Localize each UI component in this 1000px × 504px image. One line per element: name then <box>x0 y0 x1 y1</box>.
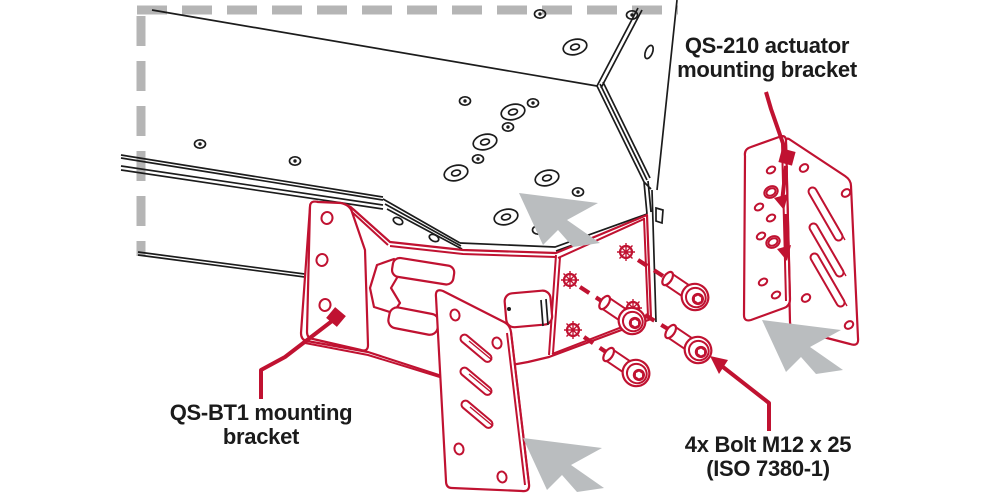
leader-anchor-square <box>326 307 346 327</box>
qs-bt1-bracket <box>299 200 653 493</box>
label-line: QS-210 actuator <box>684 33 850 58</box>
leader-qsbt1 <box>259 307 346 399</box>
bolt-axis-dashed-lines <box>578 258 670 354</box>
leader-arrowhead <box>710 356 728 374</box>
leader-arrowhead <box>774 194 788 210</box>
label-line: mounting bracket <box>677 57 857 82</box>
bolt-m12 <box>602 346 651 388</box>
qs-bt1-front-plate-holes <box>449 308 508 484</box>
leader-bolt <box>710 356 771 431</box>
bolt-m12 <box>598 294 647 336</box>
leader-anchor-square <box>778 148 796 166</box>
qs-210-bracket <box>742 135 860 346</box>
direction-arrow-icon <box>519 193 600 247</box>
label-line: 4x Bolt M12 x 25 <box>684 432 852 457</box>
qs-bt1-plate-holes <box>315 211 334 312</box>
mounting-bolts <box>598 270 713 388</box>
label-qsbt1-bracket: QS-BT1 mounting bracket <box>148 401 374 449</box>
leader-lines <box>259 91 796 431</box>
label-qs210-bracket: QS-210 actuator mounting bracket <box>650 34 884 82</box>
qs-210-slots <box>807 186 848 308</box>
qs-210-right-face-holes <box>798 163 855 330</box>
qs-bt1-front-plate-slots <box>459 333 494 429</box>
label-line: QS-BT1 mounting <box>169 400 353 425</box>
leader-qs210 <box>764 91 796 261</box>
direction-arrow-icon <box>523 438 604 492</box>
qs-210-left-face-holes <box>753 165 782 300</box>
qs-bt1-upper-cutout <box>390 256 456 286</box>
direction-arrow-icon <box>762 320 843 374</box>
leader-arrowhead <box>777 245 791 261</box>
bolt-m12 <box>661 270 710 312</box>
label-bolts: 4x Bolt M12 x 25 (ISO 7380-1) <box>648 433 888 481</box>
dashed-machine-outline-frame <box>136 5 678 256</box>
label-line: (ISO 7380-1) <box>706 456 830 481</box>
bolt-m12 <box>664 323 713 365</box>
qs-210-right-face <box>784 137 860 346</box>
label-line: bracket <box>222 424 300 449</box>
qs-bt1-side-cutout <box>503 289 554 329</box>
assembly-direction-arrows <box>519 193 843 492</box>
